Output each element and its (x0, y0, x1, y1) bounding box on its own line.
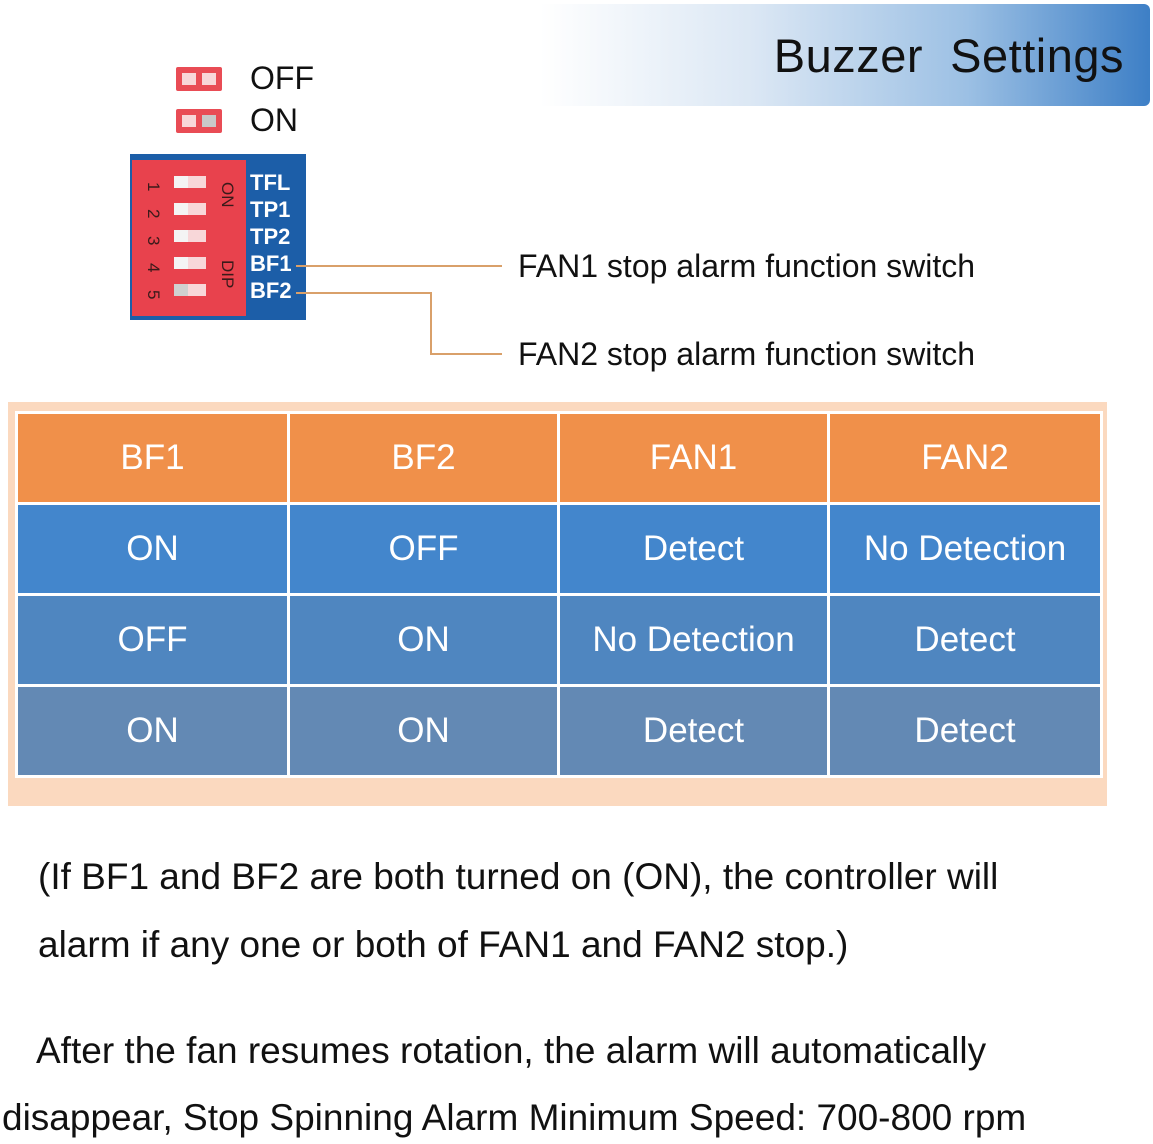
table-row: ON ON Detect Detect (15, 684, 1103, 778)
column-header: FAN1 (557, 411, 830, 505)
fan1-callout: FAN1 stop alarm function switch (518, 248, 976, 284)
dip-number-2: 2 (144, 209, 163, 218)
column-header: BF2 (287, 411, 560, 505)
table-cell: OFF (15, 593, 290, 687)
note-line-1: (If BF1 and BF2 are both turned on (ON),… (38, 856, 999, 897)
table-cell: ON (15, 684, 290, 778)
table-cell: Detect (557, 502, 830, 596)
dip-number-3: 3 (144, 236, 163, 245)
table-cell: ON (15, 502, 290, 596)
dip-label-bf2: BF2 (250, 278, 292, 303)
fan2-callout: FAN2 stop alarm function switch (518, 336, 976, 372)
table-cell: Detect (827, 593, 1103, 687)
table-cell: Detect (557, 684, 830, 778)
table-cell: ON (287, 684, 560, 778)
table-header-row: BF1 BF2 FAN1 FAN2 (15, 411, 1103, 505)
table-cell: ON (287, 593, 560, 687)
table-cell: No Detection (827, 502, 1103, 596)
dip-number-5: 5 (144, 290, 163, 299)
legend-off: OFF (176, 60, 314, 97)
legend-off-label: OFF (250, 60, 314, 96)
table-cell: Detect (827, 684, 1103, 778)
table-cell: OFF (287, 502, 560, 596)
column-header: BF1 (15, 411, 290, 505)
dip-dip-label: DIP (218, 260, 237, 288)
dip-label-tfl: TFL (250, 170, 290, 195)
callout-lines (296, 265, 502, 355)
title-banner: Buzzer Settings (540, 4, 1150, 106)
legend-on-label: ON (250, 102, 298, 138)
dip-number-1: 1 (144, 182, 163, 191)
dip-switch-image: 1 2 3 4 5 ON DIP TFL TP1 TP2 BF1 BF2 (130, 154, 306, 320)
table-cell: No Detection (557, 593, 830, 687)
dip-label-tp2: TP2 (250, 224, 290, 249)
dip-label-bf1: BF1 (250, 251, 292, 276)
table-row: OFF ON No Detection Detect (15, 593, 1103, 687)
column-header: FAN2 (827, 411, 1103, 505)
switch-on-icon (176, 108, 222, 133)
note-line-4: disappear, Stop Spinning Alarm Minimum S… (2, 1097, 1027, 1138)
dip-on-label: ON (218, 182, 237, 208)
note-line-2: alarm if any one or both of FAN1 and FAN… (38, 924, 849, 965)
legend-on: ON (176, 102, 298, 139)
dip-number-4: 4 (144, 263, 163, 272)
table-row: ON OFF Detect No Detection (15, 502, 1103, 596)
dip-label-tp1: TP1 (250, 197, 290, 222)
page-title: Buzzer Settings (773, 29, 1124, 82)
settings-table-frame: BF1 BF2 FAN1 FAN2 ON OFF Detect No Detec… (8, 402, 1107, 806)
note-line-3: After the fan resumes rotation, the alar… (36, 1030, 987, 1071)
switch-off-icon (176, 66, 222, 91)
settings-table: BF1 BF2 FAN1 FAN2 ON OFF Detect No Detec… (15, 411, 1103, 778)
